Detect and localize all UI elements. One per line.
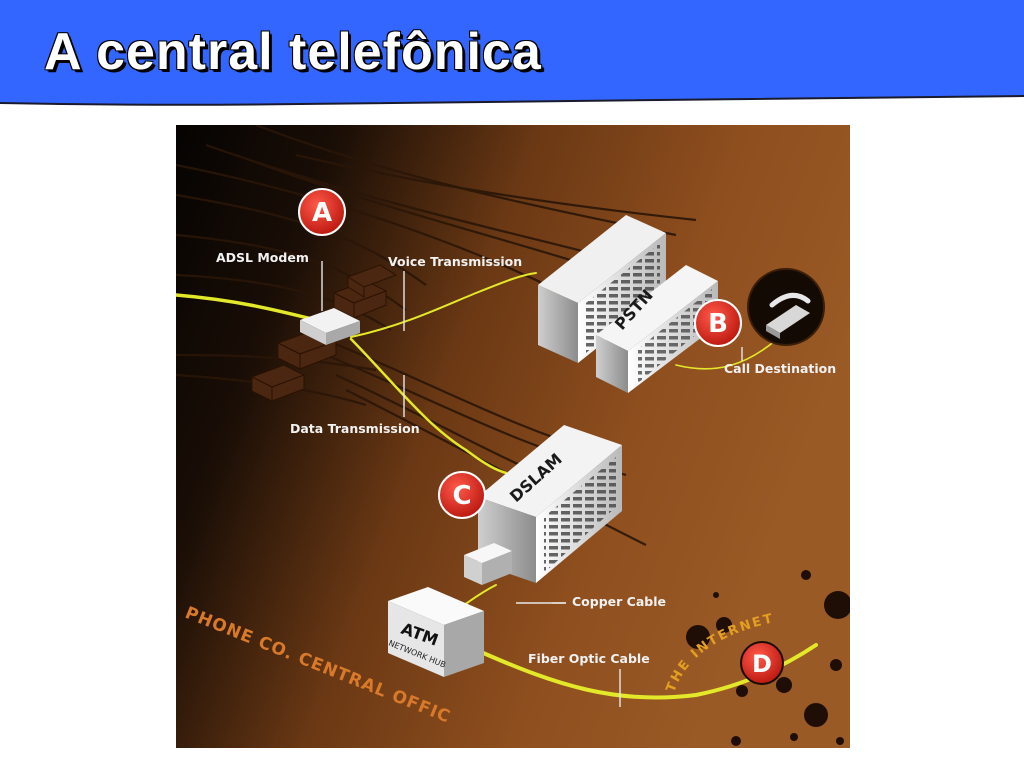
svg-text:D: D (752, 650, 772, 678)
diagram-canvas: PSTN DSLAM ATM NETWORK HUB (170, 110, 852, 748)
voice-transmission-label: Voice Transmission (388, 254, 522, 269)
marker-a: A (298, 188, 346, 236)
leader-lines (321, 261, 743, 707)
title-banner (0, 0, 1024, 106)
slide-title: A central telefônica (44, 23, 542, 81)
adsl-modem-label: ADSL Modem (216, 250, 309, 265)
call-destination-label: Call Destination (724, 361, 836, 376)
data-transmission-label: Data Transmission (290, 421, 420, 436)
marker-b: B (694, 299, 742, 347)
internet-cloud (686, 570, 852, 746)
svg-text:A: A (312, 198, 332, 228)
labels: ADSL Modem Voice Transmission Data Trans… (216, 250, 836, 666)
network-diagram: PSTN DSLAM ATM NETWORK HUB (170, 110, 852, 748)
marker-c: C (438, 471, 486, 519)
title-bar: A central telefônica (0, 0, 1024, 106)
svg-text:C: C (452, 481, 471, 511)
atm-hub: ATM NETWORK HUB (387, 587, 484, 677)
pstn-server: PSTN (538, 215, 718, 393)
svg-text:B: B (708, 309, 728, 339)
marker-d: D (740, 641, 784, 685)
dslam-server: DSLAM (464, 425, 622, 585)
copper-cable-label: Copper Cable (572, 594, 666, 609)
modem-stacks (250, 264, 398, 402)
phone-icon (747, 268, 825, 346)
fiber-optic-cable-label: Fiber Optic Cable (528, 651, 650, 666)
